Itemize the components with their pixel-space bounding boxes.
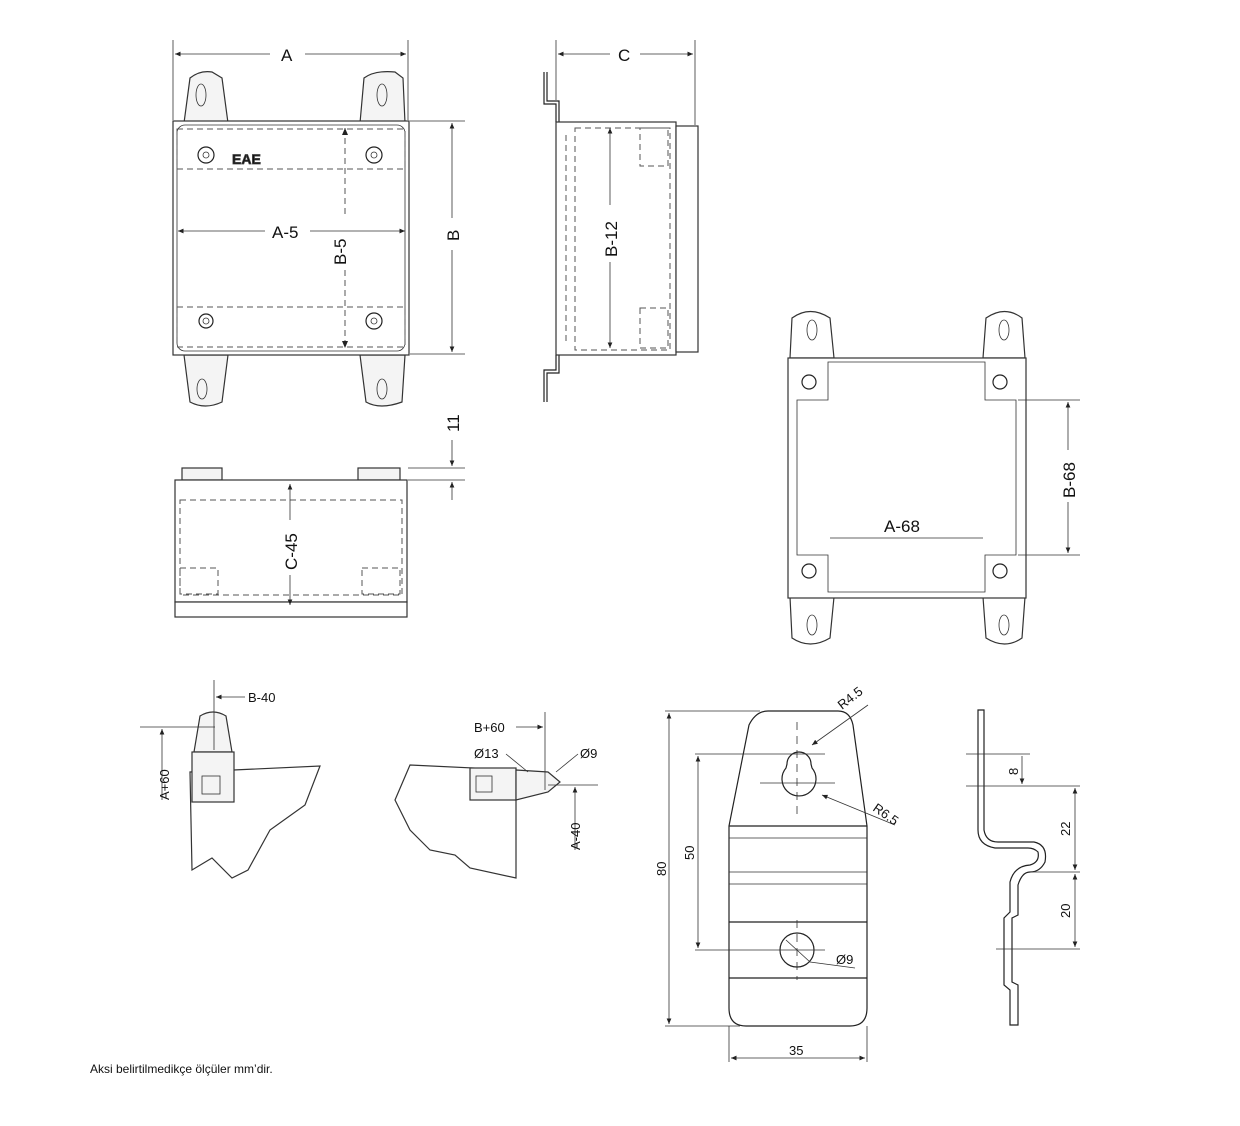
dim-a-40: A-40 [568, 823, 583, 850]
back-view: B-68 A-68 [787, 310, 1080, 645]
dim-b-12: B-12 [602, 221, 621, 257]
dim-r6-5: R6.5 [870, 800, 901, 828]
dim-d13: Ø13 [474, 746, 499, 761]
dim-b-68: B-68 [1060, 462, 1079, 498]
bracket-side: 8 22 20 [966, 709, 1080, 1026]
dim-b-5: B-5 [331, 239, 350, 265]
side-view: C B-12 [543, 40, 699, 402]
dim-a-68: A-68 [884, 517, 920, 536]
dim-b: B [444, 230, 463, 241]
dim-d9-bracket: Ø9 [836, 952, 853, 967]
dim-b+60: B+60 [474, 720, 505, 735]
dim-50: 50 [682, 846, 697, 860]
dim-c: C [618, 46, 630, 65]
dim-20: 20 [1058, 904, 1073, 918]
brand-logo: EAE [232, 151, 261, 167]
dim-d9: Ø9 [580, 746, 597, 761]
dim-22: 22 [1058, 822, 1073, 836]
dim-35: 35 [789, 1043, 803, 1058]
dim-a-5: A-5 [272, 223, 298, 242]
dim-a: A [281, 46, 293, 65]
dim-80: 80 [654, 862, 669, 876]
dim-11: 11 [444, 414, 463, 432]
top-view: 11 C-45 [174, 414, 465, 618]
dim-r4-5: R4.5 [835, 684, 866, 713]
front-view: EAE A A-5 B-5 B [172, 40, 465, 407]
dim-b-40: B-40 [248, 690, 275, 705]
dim-c-45: C-45 [282, 533, 301, 570]
bracket-front: R4.5 R6.5 50 80 Ø9 35 [654, 684, 901, 1062]
footnote: Aksi belirtilmedikçe ölçüler mm’dir. [90, 1062, 273, 1076]
detail-left: B-40 A+60 [140, 680, 321, 879]
dim-8: 8 [1006, 768, 1021, 775]
dim-a+60: A+60 [157, 769, 172, 800]
detail-right: B+60 Ø13 Ø9 A-40 [394, 712, 598, 879]
